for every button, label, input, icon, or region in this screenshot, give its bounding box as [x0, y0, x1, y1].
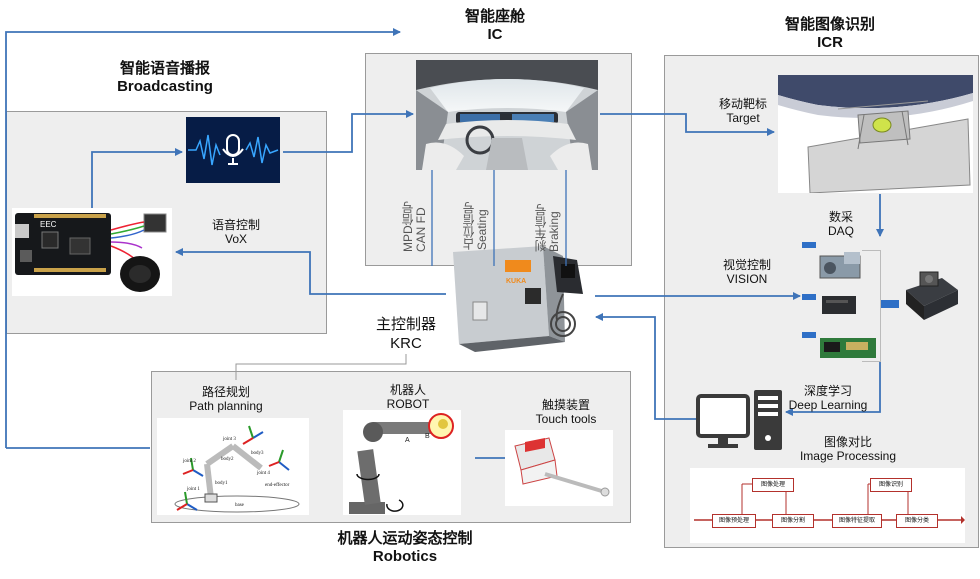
- daq-bracket: [862, 250, 881, 362]
- svg-text:body2: body2: [221, 457, 234, 462]
- svg-text:A: A: [405, 437, 410, 444]
- svg-text:base: base: [235, 503, 245, 508]
- cockpit-image: [416, 60, 598, 170]
- robot-arm-image: A B: [343, 410, 461, 515]
- svg-text:body1: body1: [215, 481, 228, 486]
- path-planning-diagram: joint 1 joint 2 joint 3 joint 4 body1 bo…: [157, 418, 309, 515]
- krc-controller-image: KUKA: [445, 242, 595, 362]
- daq-label-box: [881, 300, 899, 308]
- svg-text:EEC: EEC: [40, 220, 57, 229]
- svg-text:joint 2: joint 2: [182, 459, 196, 464]
- touch-tool-image: [505, 430, 613, 506]
- target-image: [778, 75, 973, 194]
- svg-text:end-effector: end-effector: [265, 483, 290, 488]
- flow-step: 图像识别: [870, 478, 912, 492]
- voice-wave-image: [186, 117, 280, 183]
- daq-hardware-image: [800, 240, 880, 362]
- flow-step: 图像分类: [896, 514, 938, 528]
- svg-text:B: B: [425, 433, 430, 440]
- flow-step: 图像分割: [772, 514, 814, 528]
- svg-text:joint 1: joint 1: [186, 487, 200, 492]
- computer-icon: [696, 388, 786, 452]
- flow-step: 图像处理: [752, 478, 794, 492]
- svg-text:joint 4: joint 4: [256, 471, 270, 476]
- svg-text:KUKA: KUKA: [506, 278, 526, 285]
- image-processing-flow: 图像处理 图像识别 图像预处理 图像分割 图像特征提取 图像分类: [690, 468, 965, 543]
- daq-controller-image: [902, 268, 962, 324]
- svg-text:joint 3: joint 3: [222, 437, 236, 442]
- voice-board-image: EEC: [12, 208, 172, 296]
- flow-step: 图像特征提取: [832, 514, 882, 528]
- svg-text:body3: body3: [251, 451, 264, 456]
- flow-step: 图像预处理: [712, 514, 756, 528]
